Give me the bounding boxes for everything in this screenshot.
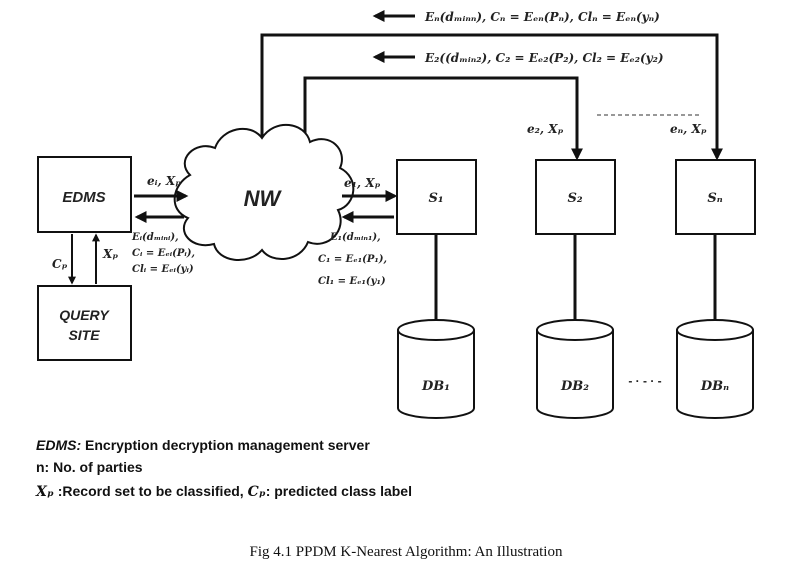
legend-cp-def: : predicted class label	[266, 483, 412, 499]
party-s1-node	[396, 159, 477, 235]
edms-label: EDMS	[62, 189, 105, 206]
edms-to-nw-label: eᵢ, Xₚ	[147, 174, 181, 188]
xp-label: Xₚ	[102, 247, 118, 261]
db2-label: DB₂	[560, 379, 589, 394]
network-label: NW	[244, 186, 283, 211]
network-cloud	[173, 123, 355, 262]
db-ellipsis: - · - · -	[628, 374, 661, 388]
party-s2-node	[535, 159, 616, 235]
query-site-label-2: SITE	[68, 327, 100, 343]
route-to-s2	[303, 76, 583, 161]
party-s2-label: S₂	[567, 191, 582, 206]
to-sn-label: eₙ, Xₚ	[670, 122, 707, 136]
legend-edms-def: Encryption decryption management server	[81, 437, 370, 453]
top-arrow-n-label: Eₙ(dₘᵢₙₙ), Cₙ = Eₑₙ(Pₙ), Clₙ = Eₑₙ(yₙ)	[424, 10, 660, 24]
s1-return-3: Cl₁ = Eₑ₁(y₁)	[318, 276, 386, 287]
legend-line-2: n: No. of parties	[36, 459, 143, 475]
edms-return-2: Cᵢ = Eₑᵢ(Pᵢ),	[132, 248, 195, 259]
query-site-label-1: QUERY	[59, 307, 110, 323]
query-site-node	[37, 285, 132, 361]
edms-node	[37, 156, 132, 233]
legend-xp: Xₚ	[35, 484, 54, 500]
legend-line-1: EDMS: Encryption decryption management s…	[36, 437, 370, 453]
nw-to-s1-label: e₁, Xₚ	[344, 176, 381, 190]
dbn-cylinder	[676, 319, 754, 419]
edms-return-3: Clᵢ = Eₑᵢ(yᵢ)	[132, 264, 194, 275]
top-arrow-2-label: E₂((dₘᵢₙ₂), C₂ = Eₑ₂(P₂), Cl₂ = Eₑ₂(y₂)	[424, 51, 664, 65]
legend-term-edms: EDMS:	[36, 437, 81, 453]
db1-label: DB₁	[421, 379, 450, 394]
to-s2-label: e₂, Xₚ	[527, 122, 564, 136]
s1-return-1: E₁(dₘᵢₙ₁),	[329, 232, 381, 243]
party-s1-label: S₁	[428, 191, 443, 206]
route-to-sn	[260, 33, 723, 161]
s1-return-2: C₁ = Eₑ₁(P₁),	[318, 254, 387, 265]
db2-cylinder	[536, 319, 614, 419]
party-sn-node	[675, 159, 756, 235]
cp-label: Cₚ	[52, 257, 68, 271]
edms-return-1: Eᵢ(dₘᵢₙᵢ),	[131, 232, 179, 243]
dbn-label: DBₙ	[700, 379, 729, 394]
legend-cp: Cₚ	[248, 484, 266, 500]
party-sn-label: Sₙ	[707, 191, 722, 206]
db1-cylinder	[397, 319, 475, 419]
figure-caption: Fig 4.1 PPDM K-Nearest Algorithm: An Ill…	[250, 544, 563, 560]
legend-line-3: Xₚ :Record set to be classified, Cₚ: pre…	[35, 483, 412, 500]
legend-xp-def: :Record set to be classified,	[54, 483, 248, 499]
